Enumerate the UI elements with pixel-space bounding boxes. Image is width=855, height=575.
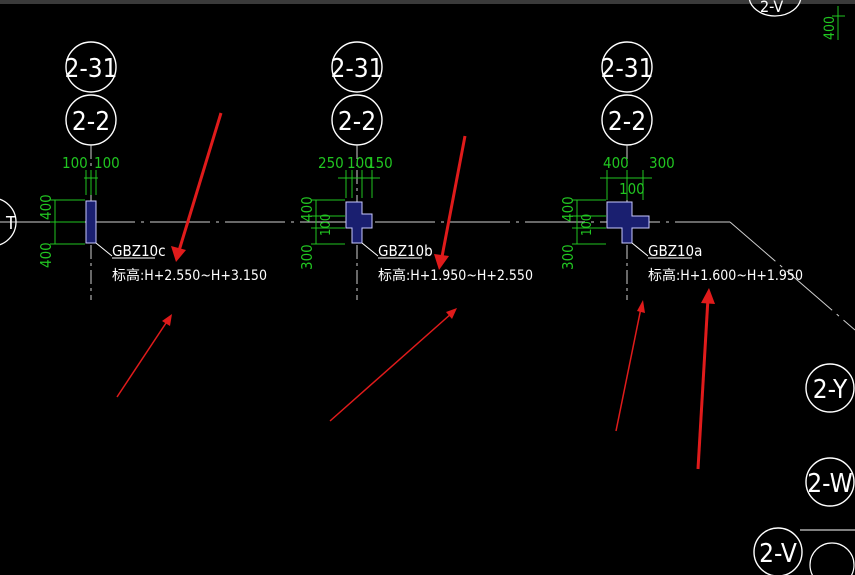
leader-line (631, 242, 649, 257)
axis-bubble-2-31 (331, 41, 383, 93)
axis-bubble-label: 2-31 (600, 54, 653, 84)
column-tag: GBZ10a (648, 242, 702, 260)
red-arrow-head (162, 314, 172, 326)
dim-text: 300 (559, 244, 577, 270)
dim-text: 400 (298, 196, 316, 222)
column-tag: GBZ10b (378, 242, 433, 260)
axis-bubble-top-right-label: 2-V (760, 0, 783, 16)
axis-bubble-label: 2-2 (72, 107, 110, 137)
axis-bubble-label: 2-V (759, 539, 797, 569)
red-arrow-shaft (696, 297, 710, 470)
leader-line (95, 242, 113, 257)
column-group-gbz10a[interactable]: 2-31 2-2 400 300 100 400 100 300 GBZ10a … (559, 41, 803, 300)
axis-bubble-2-v[interactable] (753, 527, 803, 575)
column-group-gbz10c[interactable]: 2-31 2-2 100 100 400 400 GBZ10c 标高:H+2.5… (37, 41, 267, 300)
dim-text: 100 (62, 154, 88, 172)
grid-line-diagonal (729, 221, 855, 331)
red-arrow-head (446, 308, 457, 319)
column-section[interactable] (606, 201, 650, 244)
elevation-text: 标高:H+2.550~H+3.150 (112, 267, 267, 284)
dim-text: 100 (580, 214, 595, 236)
dim-text: 100 (319, 214, 334, 236)
column-section[interactable] (345, 201, 373, 244)
column-section[interactable] (85, 200, 97, 244)
red-arrow-head (637, 300, 645, 313)
leader-line (361, 242, 379, 257)
dim-text: 400 (559, 196, 577, 222)
window-top-border (0, 0, 855, 4)
dim-text: 150 (367, 154, 393, 172)
annotation-arrows (116, 112, 715, 470)
axis-bubble-label: 2-Y (813, 375, 848, 405)
dim-text: 300 (298, 244, 316, 270)
axis-bubble-label: 2-2 (608, 107, 646, 137)
red-arrow-head (171, 246, 186, 262)
axis-bubble-left-partial (0, 198, 17, 246)
elevation-text: 标高:H+1.600~H+1.950 (648, 267, 803, 284)
axis-bubble-partial-bottom (809, 542, 855, 575)
dim-text: 100 (347, 154, 373, 172)
dim-text: 100 (619, 180, 645, 198)
red-arrow-shaft (439, 135, 467, 263)
red-arrow-head (701, 288, 715, 304)
axis-bubble-2-w[interactable] (805, 457, 855, 507)
axis-bubble-2-31 (601, 41, 653, 93)
red-arrow-head (434, 254, 449, 270)
dim-text-top-right: 400 (822, 16, 838, 40)
axis-bubble-2-31 (65, 41, 117, 93)
axis-bubble-label: 2-31 (330, 54, 383, 84)
axis-bubble-left-partial-label: T (5, 213, 16, 234)
dim-text: 250 (318, 154, 344, 172)
axis-bubble-2-y[interactable] (805, 363, 855, 413)
axis-bubble-label: 2-W (807, 469, 852, 499)
dim-text: 100 (94, 154, 120, 172)
axis-bubble-label: 2-2 (338, 107, 376, 137)
elevation-text: 标高:H+1.950~H+2.550 (378, 267, 533, 284)
axis-bubble-top-right (748, 0, 802, 17)
red-arrow-shaft (615, 307, 642, 432)
red-arrow-shaft (176, 112, 223, 255)
axis-bubble-label: 2-31 (64, 54, 117, 84)
column-group-gbz10b[interactable]: 2-31 2-2 250 100 150 400 100 300 GBZ10b … (298, 41, 533, 300)
dim-text: 400 (37, 242, 55, 268)
red-arrow-shaft (116, 319, 169, 398)
column-tag: GBZ10c (112, 242, 166, 260)
dim-text: 300 (649, 154, 675, 172)
dim-text: 400 (37, 194, 55, 220)
red-arrow-shaft (329, 312, 453, 422)
dim-text: 400 (603, 154, 629, 172)
